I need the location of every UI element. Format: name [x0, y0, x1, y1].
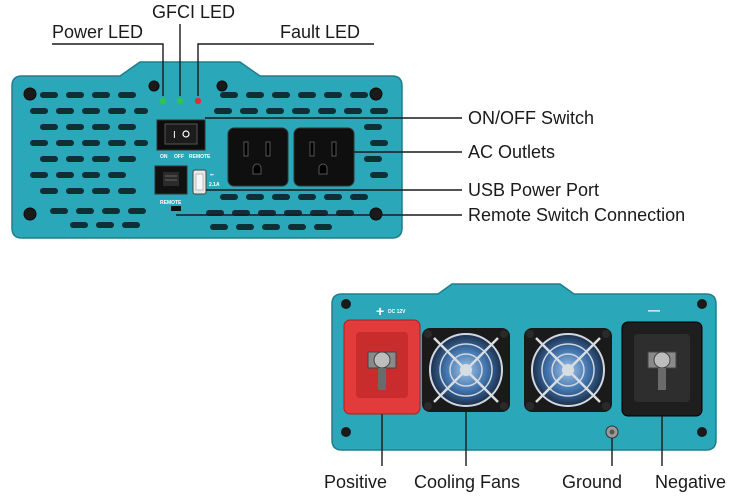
ac-outlets-label: AC Outlets [468, 142, 555, 162]
cooling-fan-right [524, 328, 612, 412]
dc-rating-marking: DC 12V [388, 309, 406, 315]
cooling-fan-left [422, 328, 510, 412]
gfci-led-indicator [176, 97, 184, 105]
front-panel [11, 61, 403, 239]
negative-label: Negative [655, 472, 726, 492]
negative-terminal[interactable] [621, 321, 703, 417]
switch-remote-marking: REMOTE [189, 154, 211, 160]
power-led-indicator [159, 97, 167, 105]
cooling-fans-label: Cooling Fans [414, 472, 520, 492]
remote-port-marking: REMOTE [160, 200, 182, 206]
power-led-leader [52, 43, 164, 96]
fault-led-label: Fault LED [280, 22, 360, 42]
usb-symbol: ⭠ [210, 172, 214, 178]
switch-off-marking: OFF [174, 154, 184, 160]
ground-lug[interactable] [605, 425, 619, 439]
positive-label: Positive [324, 472, 387, 492]
usb-port[interactable] [192, 169, 207, 195]
ground-label: Ground [562, 472, 622, 492]
fault-led-indicator [194, 97, 202, 105]
ac-outlet-left[interactable] [227, 127, 289, 187]
positive-sign-marking: + [376, 303, 384, 319]
on-off-switch-label: ON/OFF Switch [468, 108, 594, 128]
positive-terminal[interactable] [343, 319, 421, 415]
gfci-led-label: GFCI LED [152, 2, 235, 22]
svg-text:I: I [173, 130, 176, 141]
on-off-switch[interactable]: I [156, 119, 206, 151]
switch-on-marking: ON [160, 154, 168, 160]
negative-sign-marking: — [648, 303, 660, 317]
remote-switch-connection-label: Remote Switch Connection [468, 205, 685, 225]
usb-rating-marking: 2.1A [209, 182, 220, 188]
usb-power-port-label: USB Power Port [468, 180, 599, 200]
remote-port[interactable] [154, 165, 188, 195]
power-led-label: Power LED [52, 22, 143, 42]
fault-led-leader [197, 43, 374, 96]
ac-outlet-right[interactable] [293, 127, 355, 187]
